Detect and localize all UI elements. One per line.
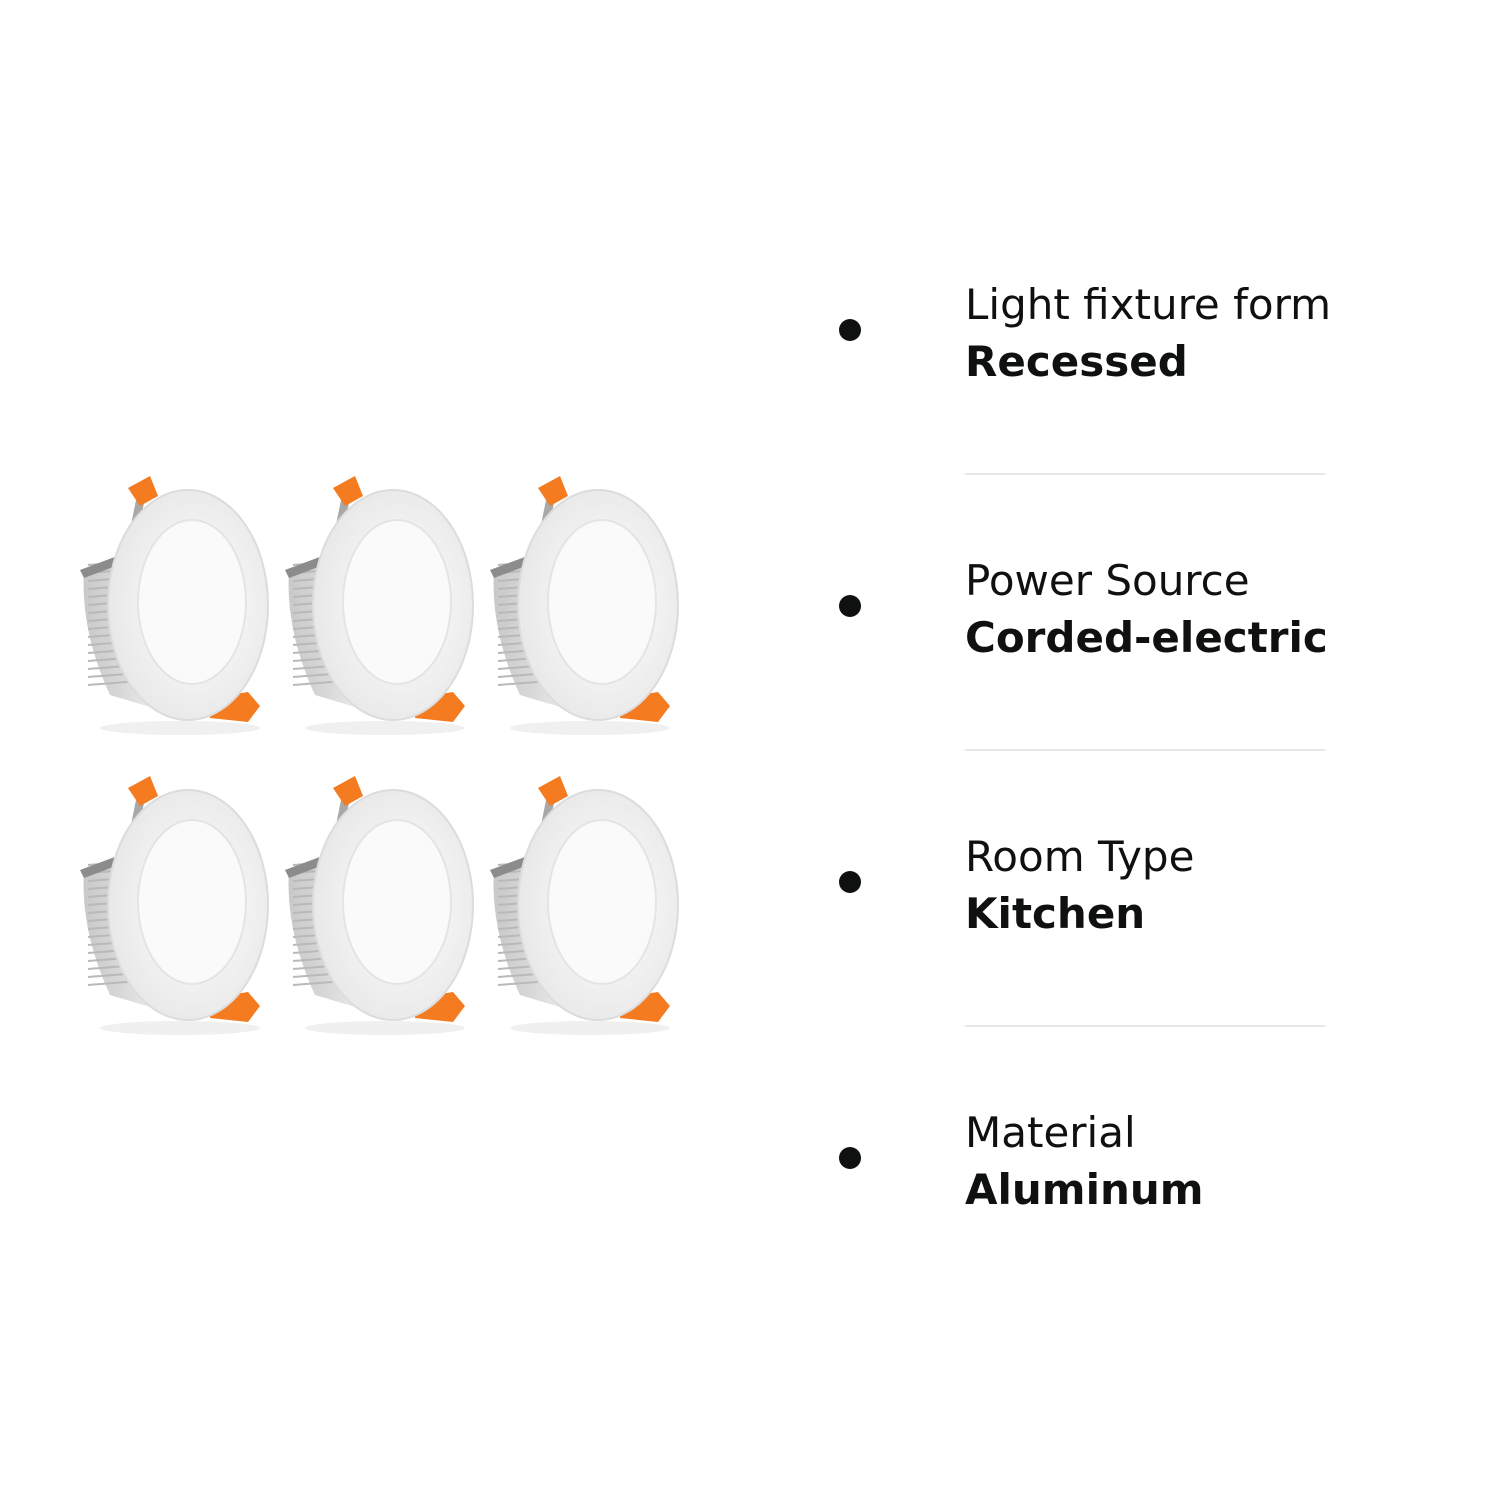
divider <box>965 473 1325 475</box>
recessed-downlight-icon <box>490 476 679 735</box>
spec-label: Power Source <box>965 556 1250 605</box>
spec-value: Corded-electric <box>965 613 1328 662</box>
recessed-downlight-icon <box>490 776 679 1035</box>
bullet-icon <box>839 1147 861 1169</box>
downlight-5 <box>275 770 480 1040</box>
spec-label: Room Type <box>965 832 1195 881</box>
spec-item-power-source: Power Source Corded-electric <box>835 554 1335 674</box>
recessed-downlight-icon <box>80 776 269 1035</box>
downlight-3 <box>480 470 685 740</box>
product-image <box>70 470 690 1050</box>
recessed-downlight-icon <box>285 776 474 1035</box>
downlight-6 <box>480 770 685 1040</box>
bullet-icon <box>839 595 861 617</box>
spec-label: Light fixture form <box>965 280 1332 329</box>
downlight-4 <box>70 770 275 1040</box>
downlight-1 <box>70 470 275 740</box>
spec-value: Recessed <box>965 337 1188 386</box>
bullet-icon <box>839 871 861 893</box>
bullet-icon <box>839 319 861 341</box>
recessed-downlight-icon <box>80 476 269 735</box>
divider <box>965 1025 1325 1027</box>
recessed-downlight-icon <box>285 476 474 735</box>
divider <box>965 749 1325 751</box>
spec-value: Aluminum <box>965 1165 1204 1214</box>
spec-item-material: Material Aluminum <box>835 1106 1335 1226</box>
spec-value: Kitchen <box>965 889 1146 938</box>
spec-label: Material <box>965 1108 1136 1157</box>
spec-item-room-type: Room Type Kitchen <box>835 830 1335 950</box>
downlight-2 <box>275 470 480 740</box>
spec-item-light-fixture-form: Light fixture form Recessed <box>835 278 1335 398</box>
